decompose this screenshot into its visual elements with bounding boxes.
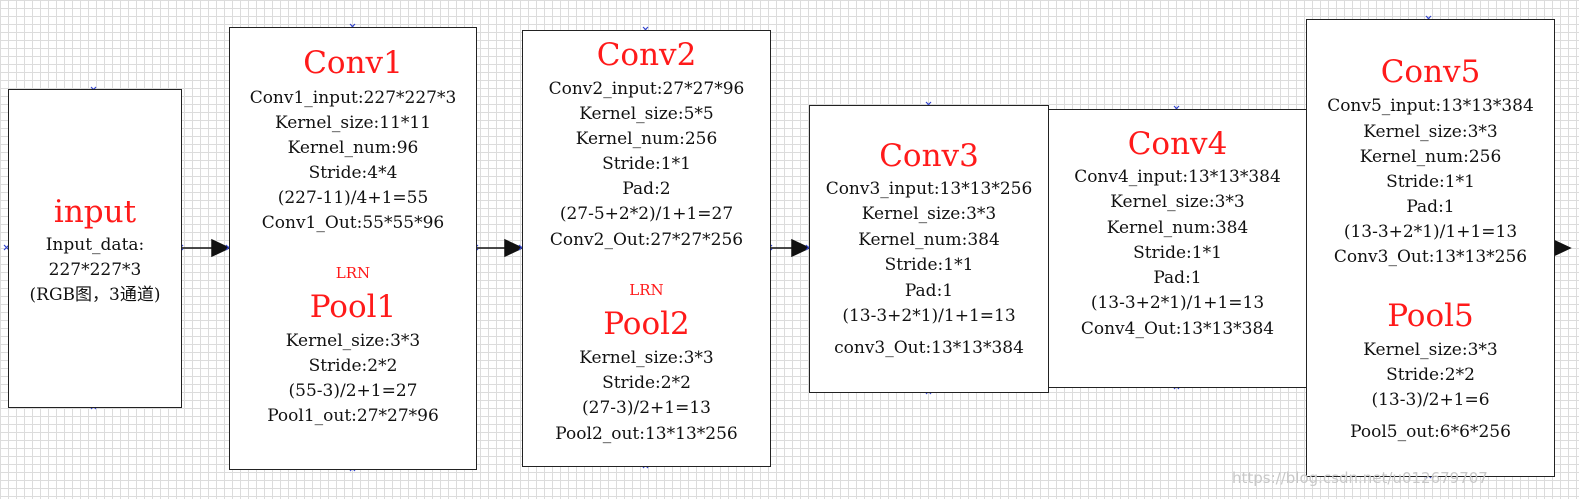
param-line: Stride:1*1 [1133,243,1222,263]
param-line: Stride:1*1 [884,255,974,275]
conv3-node: Conv3 Conv3_input:13*13*256 Kernel_size:… [809,105,1049,393]
param-line: Conv1_Out:55*55*96 [261,213,445,233]
param-line: Kernel_size:3*3 [285,331,421,351]
param-line: Conv1_input:227*227*3 [249,88,457,108]
node-title: Conv4 [1127,126,1228,162]
param-line: Kernel_size:3*3 [1110,192,1245,212]
param-line: Stride:2*2 [308,356,398,376]
node-title: Conv1 [303,45,403,81]
param-line: conv3_Out:13*13*384 [834,338,1024,358]
param-line: Kernel_num:256 [575,129,718,149]
param-line: (27-3)/2+1=13 [582,398,711,418]
param-line: Conv2_Out:27*27*256 [549,230,744,250]
input-line: 227*227*3 [48,260,142,280]
pool-title: Pool5 [1387,298,1474,334]
param-line: Pad:1 [904,281,954,301]
param-line: Pool1_out:27*27*96 [267,406,439,426]
param-line: Conv3_input:13*13*256 [825,179,1033,199]
lrn-label: LRN [335,264,371,282]
param-line: Conv4_Out:13*13*384 [1080,319,1275,339]
param-line: Kernel_num:256 [1359,147,1502,167]
param-line: Stride:2*2 [602,373,691,393]
param-line: Kernel_num:384 [1106,218,1249,238]
node-title: input [53,194,137,230]
conv1-node: Conv1 Conv1_input:227*227*3 Kernel_size:… [229,27,477,470]
param-line: Stride:2*2 [1386,365,1475,385]
lrn-label: LRN [629,281,664,299]
param-line: Pad:1 [1406,197,1455,217]
input-line: Input_data: [45,235,145,255]
param-line: Kernel_size:5*5 [579,104,714,124]
param-line: Kernel_size:3*3 [861,204,997,224]
param-line: Stride:4*4 [308,163,398,183]
param-line: Pool2_out:13*13*256 [555,424,738,444]
pool-title: Pool2 [603,306,690,342]
node-title: Conv5 [1380,54,1481,90]
param-line: Pad:1 [1153,268,1202,288]
pool-title: Pool1 [309,289,397,325]
param-line: Conv3_Out:13*13*256 [1333,247,1528,267]
arrow-head-conv1 [211,238,231,258]
param-line: Kernel_size:11*11 [274,113,432,133]
param-line: (55-3)/2+1=27 [288,381,418,401]
param-line: Conv5_input:13*13*384 [1327,96,1534,116]
conv2-node: Conv2 Conv2_input:27*27*96 Kernel_size:5… [522,30,771,467]
param-line: (13-3)/2+1=6 [1371,390,1490,410]
param-line: Kernel_num:96 [287,138,419,158]
watermark: https://blog.csdn.net/u012679707 [1232,469,1488,487]
param-line: Pad:2 [622,179,671,199]
input-node: input Input_data: 227*227*3 (RGB图，3通道) [8,89,182,408]
param-line: (13-3+2*1)/1+1=13 [1343,222,1518,242]
param-line: Conv4_input:13*13*384 [1074,167,1281,187]
param-line: Conv2_input:27*27*96 [548,79,745,99]
param-line: Pool5_out:6*6*256 [1350,422,1511,442]
param-line: (227-11)/4+1=55 [277,188,429,208]
node-title: Conv3 [879,138,979,174]
param-line: Stride:1*1 [602,154,691,174]
input-line: (RGB图，3通道) [29,285,161,305]
arrow-head-conv3 [791,238,811,258]
node-title: Conv2 [596,37,697,73]
conv4-node: Conv4 Conv4_input:13*13*384 Kernel_size:… [1048,109,1307,388]
param-line: Stride:1*1 [1386,172,1475,192]
param-line: Kernel_num:384 [858,230,1000,250]
param-line: Kernel_size:3*3 [1363,340,1498,360]
conv5-node: Conv5 Conv5_input:13*13*384 Kernel_size:… [1306,19,1555,477]
param-line: Kernel_size:3*3 [1363,122,1498,142]
param-line: (13-3+2*1)/1+1=13 [842,306,1016,326]
param-line: (27-5+2*2)/1+1=27 [559,204,734,224]
arrow-head-conv2 [504,238,524,258]
arrow-head-output [1552,238,1572,258]
param-line: (13-3+2*1)/1+1=13 [1090,293,1265,313]
param-line: Kernel_size:3*3 [579,348,714,368]
